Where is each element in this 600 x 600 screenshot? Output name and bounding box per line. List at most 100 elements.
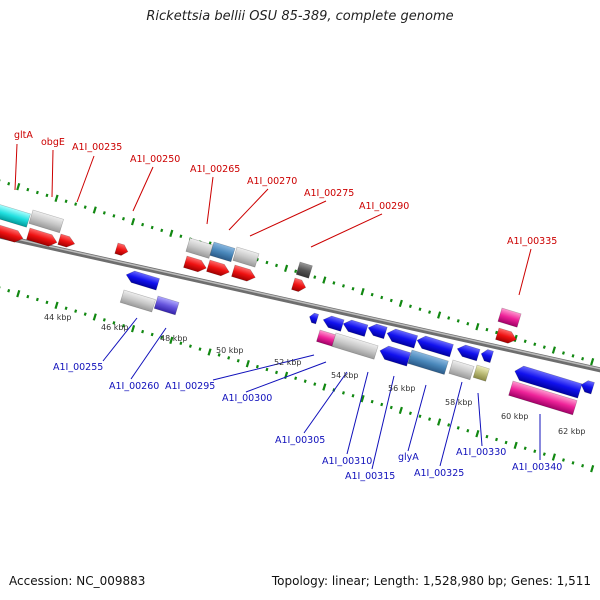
forward-gene-label-a1i-00265[interactable]: A1I_00265 bbox=[190, 164, 240, 175]
red-cds[interactable] bbox=[231, 264, 257, 283]
genome-backbone bbox=[0, 233, 600, 373]
reverse-gene-label-a1i-00305[interactable]: A1I_00305 bbox=[275, 435, 325, 446]
blue-cds[interactable] bbox=[579, 379, 595, 395]
grey-feature[interactable] bbox=[331, 332, 379, 360]
reverse-gene-label-a1i-00295[interactable]: A1I_00295 bbox=[165, 381, 215, 392]
minor-tick bbox=[447, 423, 451, 427]
minor-tick bbox=[121, 324, 125, 328]
minor-tick bbox=[83, 312, 87, 316]
blue-cds[interactable] bbox=[455, 343, 481, 362]
reverse-gene-label-a1i-00300[interactable]: A1I_00300 bbox=[222, 393, 272, 404]
reverse-gene-label-a1i-00325[interactable]: A1I_00325 bbox=[414, 468, 464, 479]
leader-line bbox=[346, 371, 369, 455]
cyan-feature[interactable] bbox=[0, 203, 31, 228]
blue-cds[interactable] bbox=[385, 327, 419, 349]
major-tick bbox=[92, 206, 97, 214]
forward-gene-label-a1i-00235[interactable]: A1I_00235 bbox=[72, 142, 122, 153]
reverse-gene-label-glya[interactable]: glyA bbox=[398, 452, 419, 463]
forward-gene-label-a1i-00275[interactable]: A1I_00275 bbox=[304, 188, 354, 199]
major-tick bbox=[284, 264, 289, 273]
forward-gene-label-a1i-00290[interactable]: A1I_00290 bbox=[359, 201, 409, 212]
violet-feature[interactable] bbox=[153, 295, 180, 316]
minor-tick bbox=[332, 281, 336, 285]
minor-tick bbox=[351, 394, 355, 398]
forward-gene-label-glta[interactable]: gltA bbox=[14, 130, 33, 141]
grey-feature[interactable] bbox=[119, 289, 156, 313]
pink-feature[interactable] bbox=[497, 307, 522, 328]
minor-tick bbox=[495, 437, 498, 442]
reverse-gene-label-a1i-00330[interactable]: A1I_00330 bbox=[456, 447, 506, 458]
minor-tick bbox=[121, 217, 125, 221]
dark-feature[interactable] bbox=[295, 261, 313, 279]
blue-cds[interactable] bbox=[308, 312, 320, 325]
blue-cds[interactable] bbox=[513, 364, 583, 399]
red-cds[interactable] bbox=[495, 327, 518, 345]
minor-tick bbox=[313, 275, 317, 279]
reverse-gene-label-a1i-00340[interactable]: A1I_00340 bbox=[512, 462, 562, 473]
minor-tick bbox=[418, 307, 422, 311]
red-cds[interactable] bbox=[57, 233, 77, 249]
steel-feature[interactable] bbox=[209, 241, 236, 263]
blue-cds[interactable] bbox=[341, 318, 369, 337]
forward-scale-track bbox=[0, 179, 595, 366]
blue-cds[interactable] bbox=[124, 269, 160, 291]
reverse-gene-label-a1i-00260[interactable]: A1I_00260 bbox=[109, 381, 159, 392]
blue-cds[interactable] bbox=[415, 334, 454, 358]
olive-feature[interactable] bbox=[472, 364, 490, 382]
major-tick bbox=[590, 465, 595, 473]
major-tick bbox=[54, 194, 59, 203]
scale-label: 48 kbp bbox=[160, 334, 188, 343]
major-tick bbox=[437, 418, 442, 426]
leader-line bbox=[518, 248, 532, 296]
minor-tick bbox=[26, 294, 30, 299]
minor-tick bbox=[35, 297, 39, 302]
leader-line bbox=[212, 354, 315, 381]
red-cds[interactable] bbox=[206, 259, 231, 278]
forward-gene-label-a1i-00335[interactable]: A1I_00335 bbox=[507, 236, 557, 247]
genome-summary-text: Topology: linear; Length: 1,528,980 bp; … bbox=[271, 574, 591, 588]
minor-tick bbox=[389, 405, 393, 410]
forward-gene-label-a1i-00270[interactable]: A1I_00270 bbox=[247, 176, 297, 187]
pink-feature[interactable] bbox=[508, 380, 578, 416]
grey-feature[interactable] bbox=[185, 237, 214, 259]
reverse-gene-label-a1i-00310[interactable]: A1I_00310 bbox=[322, 456, 372, 467]
grey-feature[interactable] bbox=[232, 246, 260, 268]
minor-tick bbox=[64, 199, 68, 204]
leader-line bbox=[51, 149, 54, 198]
blue-cds[interactable] bbox=[479, 348, 494, 364]
blue-cds[interactable] bbox=[378, 344, 412, 367]
leader-line bbox=[371, 375, 395, 470]
red-cds[interactable] bbox=[0, 223, 25, 244]
steel-feature[interactable] bbox=[407, 349, 449, 375]
minor-tick bbox=[466, 429, 470, 433]
major-tick bbox=[169, 229, 174, 238]
grey-feature[interactable] bbox=[448, 359, 475, 381]
grey-feature[interactable] bbox=[28, 209, 64, 234]
forward-gene-label-obge[interactable]: obgE bbox=[41, 137, 65, 148]
minor-tick bbox=[141, 329, 145, 334]
scale-label: 46 kbp bbox=[101, 323, 129, 332]
red-cds[interactable] bbox=[26, 227, 58, 248]
blue-cds[interactable] bbox=[366, 322, 388, 340]
major-tick bbox=[130, 325, 136, 333]
leader-line bbox=[132, 166, 154, 212]
reverse-scale-track bbox=[0, 286, 595, 473]
minor-tick bbox=[581, 357, 585, 361]
scale-label: 56 kbp bbox=[388, 384, 416, 393]
major-tick bbox=[551, 453, 556, 461]
red-cds[interactable] bbox=[114, 242, 130, 257]
leader-line bbox=[439, 381, 463, 467]
major-tick bbox=[398, 406, 403, 415]
minor-tick bbox=[418, 414, 422, 418]
reverse-gene-label-a1i-00255[interactable]: A1I_00255 bbox=[53, 362, 103, 373]
minor-tick bbox=[485, 327, 489, 332]
minor-tick bbox=[370, 399, 374, 404]
minor-tick bbox=[571, 461, 575, 465]
blue-cds[interactable] bbox=[321, 314, 345, 332]
red-cds[interactable] bbox=[183, 255, 208, 274]
reverse-gene-label-a1i-00315[interactable]: A1I_00315 bbox=[345, 471, 395, 482]
minor-tick bbox=[380, 295, 384, 300]
red-cds[interactable] bbox=[291, 277, 307, 293]
forward-gene-label-a1i-00250[interactable]: A1I_00250 bbox=[130, 154, 180, 165]
